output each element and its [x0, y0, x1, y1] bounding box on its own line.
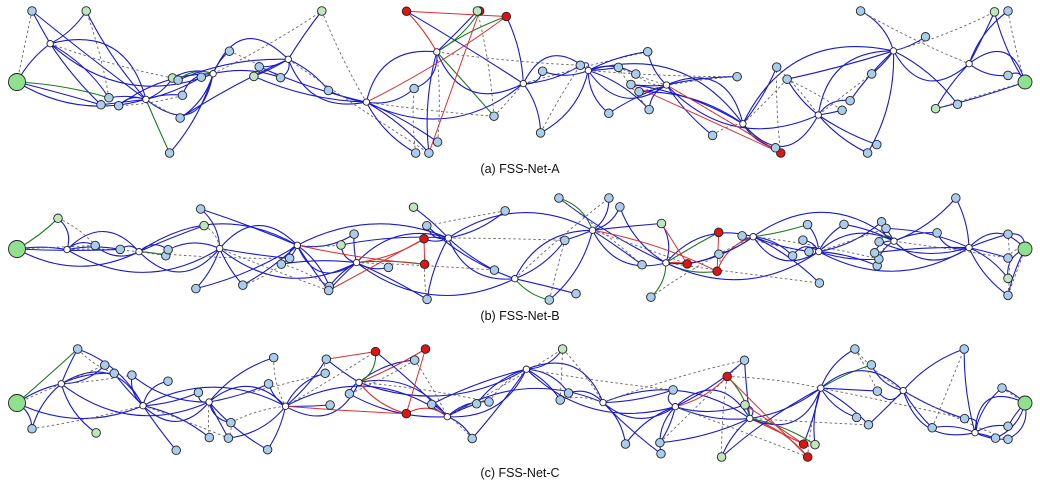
panel-fss-net-c: (c) FSS-Net-C	[0, 342, 1040, 481]
panel-fss-net-a: (a) FSS-Net-A	[0, 4, 1040, 177]
caption-fss-net-a: (a) FSS-Net-A	[480, 162, 560, 176]
panel-fss-net-b: (b) FSS-Net-B	[0, 191, 1040, 324]
graph-fss-net-b	[8, 193, 1033, 305]
graph-fss-net-a	[8, 6, 1033, 158]
graph-fss-net-c	[8, 344, 1033, 462]
caption-fss-net-c: (c) FSS-Net-C	[480, 466, 560, 480]
caption-fss-net-b: (b) FSS-Net-B	[480, 309, 560, 323]
nas-architecture-figure: (a) FSS-Net-A (b) FSS-Net-B (c) FSS-Net-…	[0, 4, 1040, 481]
